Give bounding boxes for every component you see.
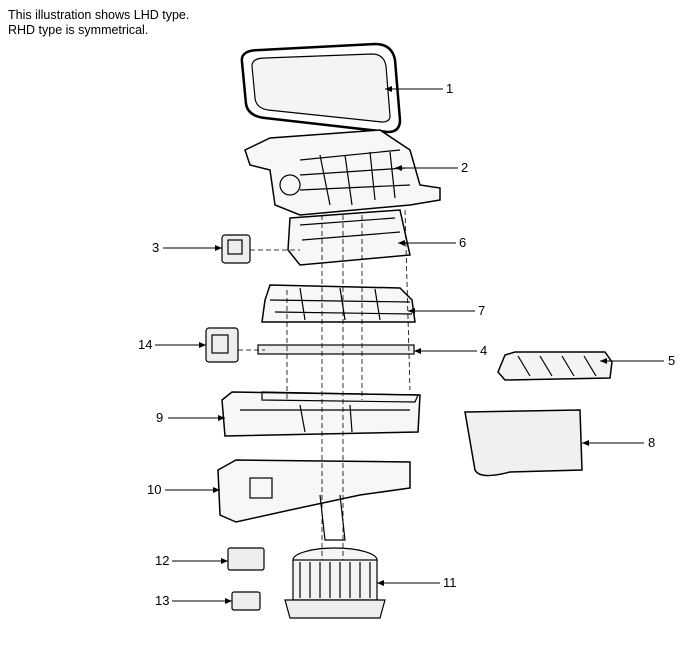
note-line-rhd: RHD type is symmetrical. (8, 23, 149, 37)
callout-14: 14 (138, 337, 153, 352)
callout-2: 2 (461, 160, 469, 175)
callout-7: 7 (478, 303, 486, 318)
part-1-gasket (240, 42, 402, 134)
callout-leaders (155, 86, 664, 604)
part-9-case (221, 391, 421, 437)
callout-3: 3 (152, 240, 160, 255)
part-7-housing (261, 284, 416, 323)
callout-13: 13 (155, 593, 170, 608)
illustration-note: This illustration shows LHD type. RHD ty… (8, 8, 189, 38)
part-6-case (287, 209, 411, 266)
part-13-module (231, 591, 261, 611)
note-line-lhd: This illustration shows LHD type. (8, 8, 190, 22)
callout-4: 4 (480, 343, 488, 358)
callout-9: 9 (156, 410, 164, 425)
callout-12: 12 (155, 553, 170, 568)
part-8-cover (464, 409, 583, 477)
callout-8: 8 (648, 435, 656, 450)
part-12-resistor (227, 547, 265, 571)
callout-6: 6 (459, 235, 467, 250)
assembly-guide-lines (238, 209, 411, 560)
part-2-upper-case (244, 129, 441, 216)
part-3-actuator (221, 234, 251, 264)
callout-5: 5 (668, 353, 676, 368)
callout-10: 10 (147, 482, 162, 497)
part-10-lower-case (217, 459, 411, 541)
callout-1: 1 (446, 81, 454, 96)
part-4-filter (257, 344, 415, 355)
part-11-blower-motor (284, 547, 386, 619)
part-5-evaporator (497, 351, 613, 381)
part-14-actuator (205, 327, 239, 363)
callout-11: 11 (443, 575, 457, 590)
